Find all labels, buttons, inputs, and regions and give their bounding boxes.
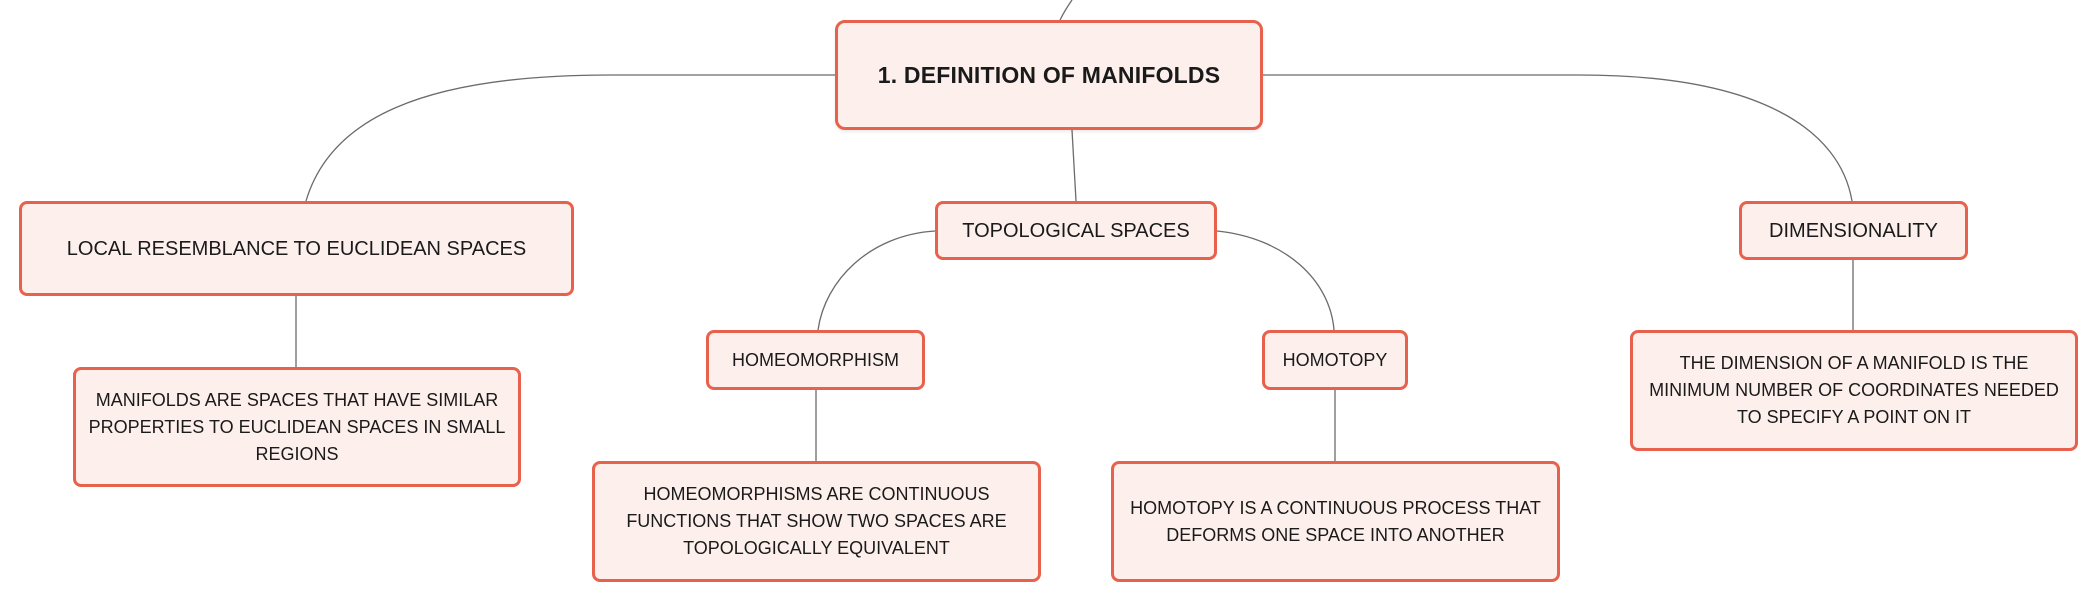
connector-topological-to-homeomorphism (817, 230, 936, 331)
topic-node-topological-spaces[interactable]: TOPOLOGICAL SPACES (935, 201, 1217, 260)
root-node-label: 1. DEFINITION OF MANIFOLDS (877, 61, 1221, 88)
subtopic-node-homeomorphism-label: HOMEOMORPHISM (731, 349, 899, 370)
topic-node-local-resemblance-label: LOCAL RESEMBLANCE TO EUCLIDEAN SPACES (66, 237, 527, 260)
detail-node-homotopy-text: HOMOTOPY IS A CONTINUOUS PROCESS THAT DE… (1130, 497, 1541, 545)
subtopic-node-homotopy-label: HOMOTOPY (1282, 349, 1388, 370)
topic-node-topological-spaces-label: TOPOLOGICAL SPACES (962, 219, 1190, 242)
detail-node-local-resemblance-text: MANIFOLDS ARE SPACES THAT HAVE SIMILAR P… (88, 389, 506, 464)
subtopic-node-homotopy[interactable]: HOMOTOPY (1262, 330, 1408, 390)
connector-topological-to-homotopy (1216, 230, 1335, 331)
detail-node-homotopy[interactable]: HOMOTOPY IS A CONTINUOUS PROCESS THAT DE… (1111, 461, 1560, 582)
topic-node-local-resemblance[interactable]: LOCAL RESEMBLANCE TO EUCLIDEAN SPACES (19, 201, 574, 296)
detail-node-local-resemblance[interactable]: MANIFOLDS ARE SPACES THAT HAVE SIMILAR P… (73, 367, 521, 487)
connector-root-parent (1059, 0, 1073, 21)
connector-root-to-dimensionality (1263, 74, 1853, 202)
subtopic-node-homeomorphism[interactable]: HOMEOMORPHISM (706, 330, 925, 390)
topic-node-dimensionality[interactable]: DIMENSIONALITY (1739, 201, 1968, 260)
detail-node-homeomorphism-text: HOMEOMORPHISMS ARE CONTINUOUS FUNCTIONS … (626, 484, 1007, 558)
topic-node-dimensionality-label: DIMENSIONALITY (1769, 219, 1938, 242)
detail-node-homeomorphism[interactable]: HOMEOMORPHISMS ARE CONTINUOUS FUNCTIONS … (592, 461, 1041, 582)
connector-root-to-topological (1071, 129, 1077, 202)
detail-node-dimensionality[interactable]: THE DIMENSION OF A MANIFOLD IS THE MINIM… (1630, 330, 2078, 451)
detail-node-dimensionality-text: THE DIMENSION OF A MANIFOLD IS THE MINIM… (1649, 353, 2059, 427)
connector-root-to-local (305, 74, 835, 202)
root-node[interactable]: 1. DEFINITION OF MANIFOLDS (835, 20, 1263, 130)
